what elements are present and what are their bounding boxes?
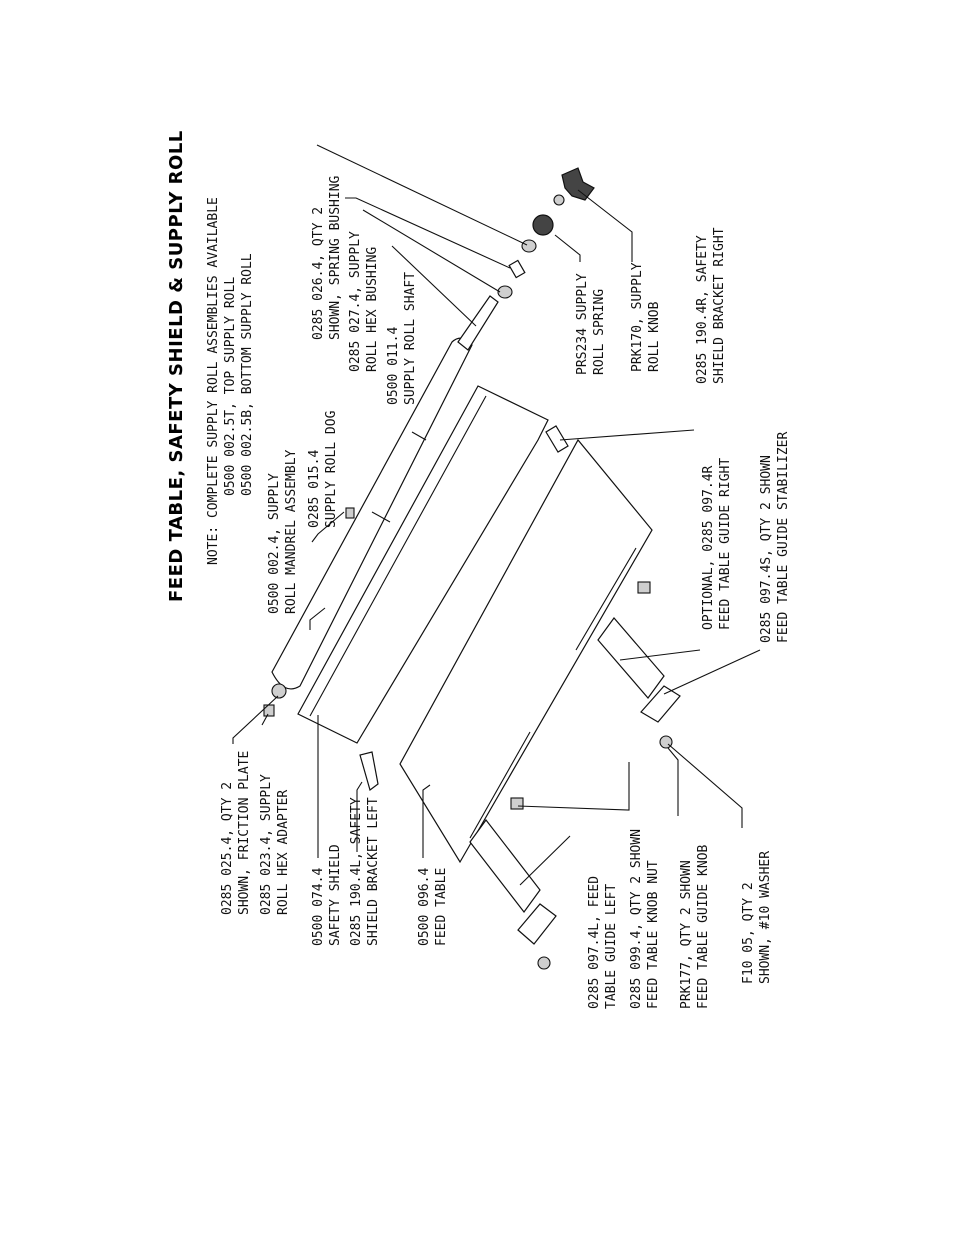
label-knob-1: PRK170, SUPPLY (630, 262, 645, 372)
label-roll-dog-2: SUPPLY ROLL DOG (324, 410, 339, 528)
label-knob-nut-2: FEED TABLE KNOB NUT (646, 860, 661, 1009)
guide-knob-left (537, 956, 551, 970)
safety-shield (297, 385, 549, 744)
feed-table-drawing (263, 167, 681, 970)
label-bracket-right-2: SHIELD BRACKET RIGHT (712, 227, 727, 384)
washer-knob (553, 194, 565, 206)
label-knob-2: ROLL KNOB (647, 301, 662, 372)
label-friction-plate-2: SHOWN, FRICTION PLATE (237, 751, 252, 915)
label-roll-dog-1: 0285 015.4 (307, 450, 322, 528)
label-guide-left-1: 0285 097.4L, FEED (587, 876, 602, 1009)
supply-roll-shaft (457, 295, 499, 351)
knob-nut-left (510, 797, 524, 810)
friction-plate-left (271, 683, 287, 699)
label-safety-shield-2: SAFETY SHIELD (328, 844, 343, 946)
label-stabilizer-1: 0285 097.4S, QTY 2 SHOWN (759, 455, 774, 643)
label-safety-shield-1: 0500 074.4 (311, 868, 326, 946)
spring-bushing (508, 259, 526, 279)
label-knob-nut-1: 0285 099.4, QTY 2 SHOWN (629, 829, 644, 1009)
note-block: NOTE: COMPLETE SUPPLY ROLL ASSEMBLIES AV… (206, 197, 255, 565)
label-spring-bushing-1: 0285 026.4, QTY 2 (311, 207, 326, 340)
label-feed-table-1: 0500 096.4 (417, 868, 432, 946)
label-guide-knob-2: FEED TABLE GUIDE KNOB (696, 844, 711, 1009)
stabilizer-left (517, 903, 557, 945)
label-guide-knob-1: PRK177, QTY 2 SHOWN (679, 860, 694, 1009)
diagram-title: FEED TABLE, SAFETY SHIELD & SUPPLY ROLL (166, 130, 187, 602)
guide-left (469, 818, 541, 914)
label-washer-1: F10 05, QTY 2 (741, 882, 756, 984)
label-friction-plate-1: 0285 025.4, QTY 2 (220, 782, 235, 915)
label-stabilizer-2: FEED TABLE GUIDE STABILIZER (776, 432, 791, 643)
label-spring-bushing-2: SHOWN, SPRING BUSHING (328, 175, 343, 340)
guide-right (597, 617, 665, 699)
knob-nut-right (637, 581, 651, 594)
part-labels: 0500 002.4, SUPPLY ROLL MANDREL ASSEMBLY… (220, 175, 791, 1009)
note-line-3: 0500 002.5B, BOTTOM SUPPLY ROLL (240, 253, 255, 496)
label-guide-right-2: FEED TABLE GUIDE RIGHT (718, 458, 733, 630)
safety-bracket-right (545, 425, 569, 453)
label-mandrel-1: 0500 002.4, SUPPLY (267, 473, 282, 614)
label-hex-adapter-2: ROLL HEX ADAPTER (276, 790, 291, 915)
leader-lines (232, 144, 761, 886)
label-bracket-left-2: SHIELD BRACKET LEFT (366, 797, 381, 946)
label-feed-table-2: FEED TABLE (434, 868, 449, 946)
label-bracket-left-1: 0285 190.4L, SAFETY (349, 797, 364, 946)
label-hex-adapter-1: 0285 023.4, SUPPLY (259, 774, 274, 915)
label-guide-right-1: OPTIONAL, 0285 097.4R (701, 465, 716, 630)
supply-roll-knob (561, 167, 595, 201)
label-guide-left-2: TABLE GUIDE LEFT (604, 884, 619, 1009)
label-spring-1: PRS234 SUPPLY (575, 273, 590, 375)
label-shaft-2: SUPPLY ROLL SHAFT (403, 272, 418, 405)
friction-plate-right (521, 239, 537, 253)
hex-adapter (263, 704, 275, 717)
hex-bushing (497, 285, 513, 299)
safety-bracket-left (359, 751, 379, 792)
note-line-2: 0500 002.5T, TOP SUPPLY ROLL (223, 277, 238, 496)
label-washer-2: SHOWN, #10 WASHER (758, 851, 773, 984)
label-hex-bushing-2: ROLL HEX BUSHING (365, 247, 380, 372)
stabilizer-right (640, 685, 681, 723)
feed-table (399, 438, 653, 864)
label-hex-bushing-1: 0285 027.4, SUPPLY (348, 231, 363, 372)
label-mandrel-2: ROLL MANDREL ASSEMBLY (284, 449, 299, 614)
note-line-1: NOTE: COMPLETE SUPPLY ROLL ASSEMBLIES AV… (206, 197, 221, 565)
label-shaft-1: 0500 011.4 (386, 327, 401, 405)
supply-roll-dog (345, 507, 355, 519)
label-spring-2: ROLL SPRING (592, 289, 607, 375)
label-bracket-right-1: 0285 190.4R, SAFETY (695, 235, 710, 384)
supply-roll-spring (532, 214, 554, 236)
